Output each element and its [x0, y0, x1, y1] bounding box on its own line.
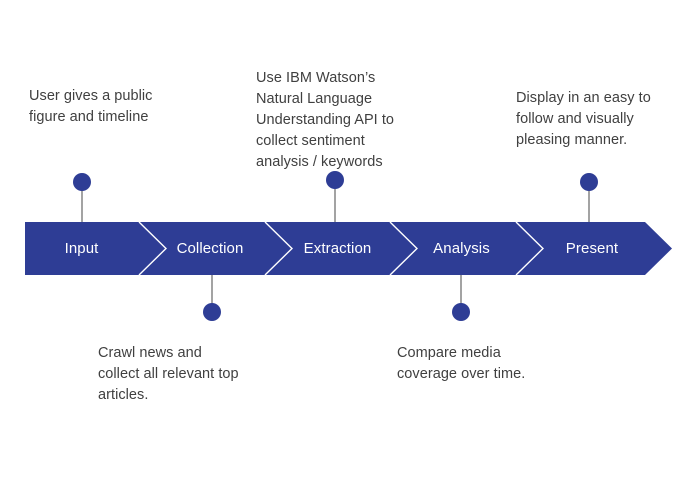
stage-separator-4 [515, 221, 544, 276]
stage-separators [138, 221, 544, 276]
stage-label-input: Input [64, 240, 99, 257]
stage-label-analysis: Analysis [433, 240, 490, 257]
marker-dot-present [580, 173, 598, 191]
annotation-present: Display in an easy to follow and visuall… [516, 90, 651, 148]
annotation-extraction: Use IBM Watson’s Natural Language Unders… [256, 70, 395, 170]
stage-separator-3 [389, 221, 418, 276]
stage-separator-2 [264, 221, 293, 276]
marker-dot-analysis [452, 303, 470, 321]
stage-label-present: Present [565, 240, 619, 257]
stage-label-extraction: Extraction [303, 240, 372, 257]
annotation-input: User gives a public figure and timeline [29, 88, 153, 125]
marker-dot-extraction [326, 171, 344, 189]
annotation-analysis: Compare media coverage over time. [397, 345, 526, 382]
arrow-bar [25, 221, 672, 276]
marker-dots [73, 171, 598, 321]
arrow-bar-shape [25, 222, 672, 275]
marker-dot-collection [203, 303, 221, 321]
stage-separator-1 [138, 221, 167, 276]
marker-dot-input [73, 173, 91, 191]
annotation-collection: Crawl news and collect all relevant top … [98, 345, 239, 403]
stage-label-collection: Collection [176, 240, 244, 257]
